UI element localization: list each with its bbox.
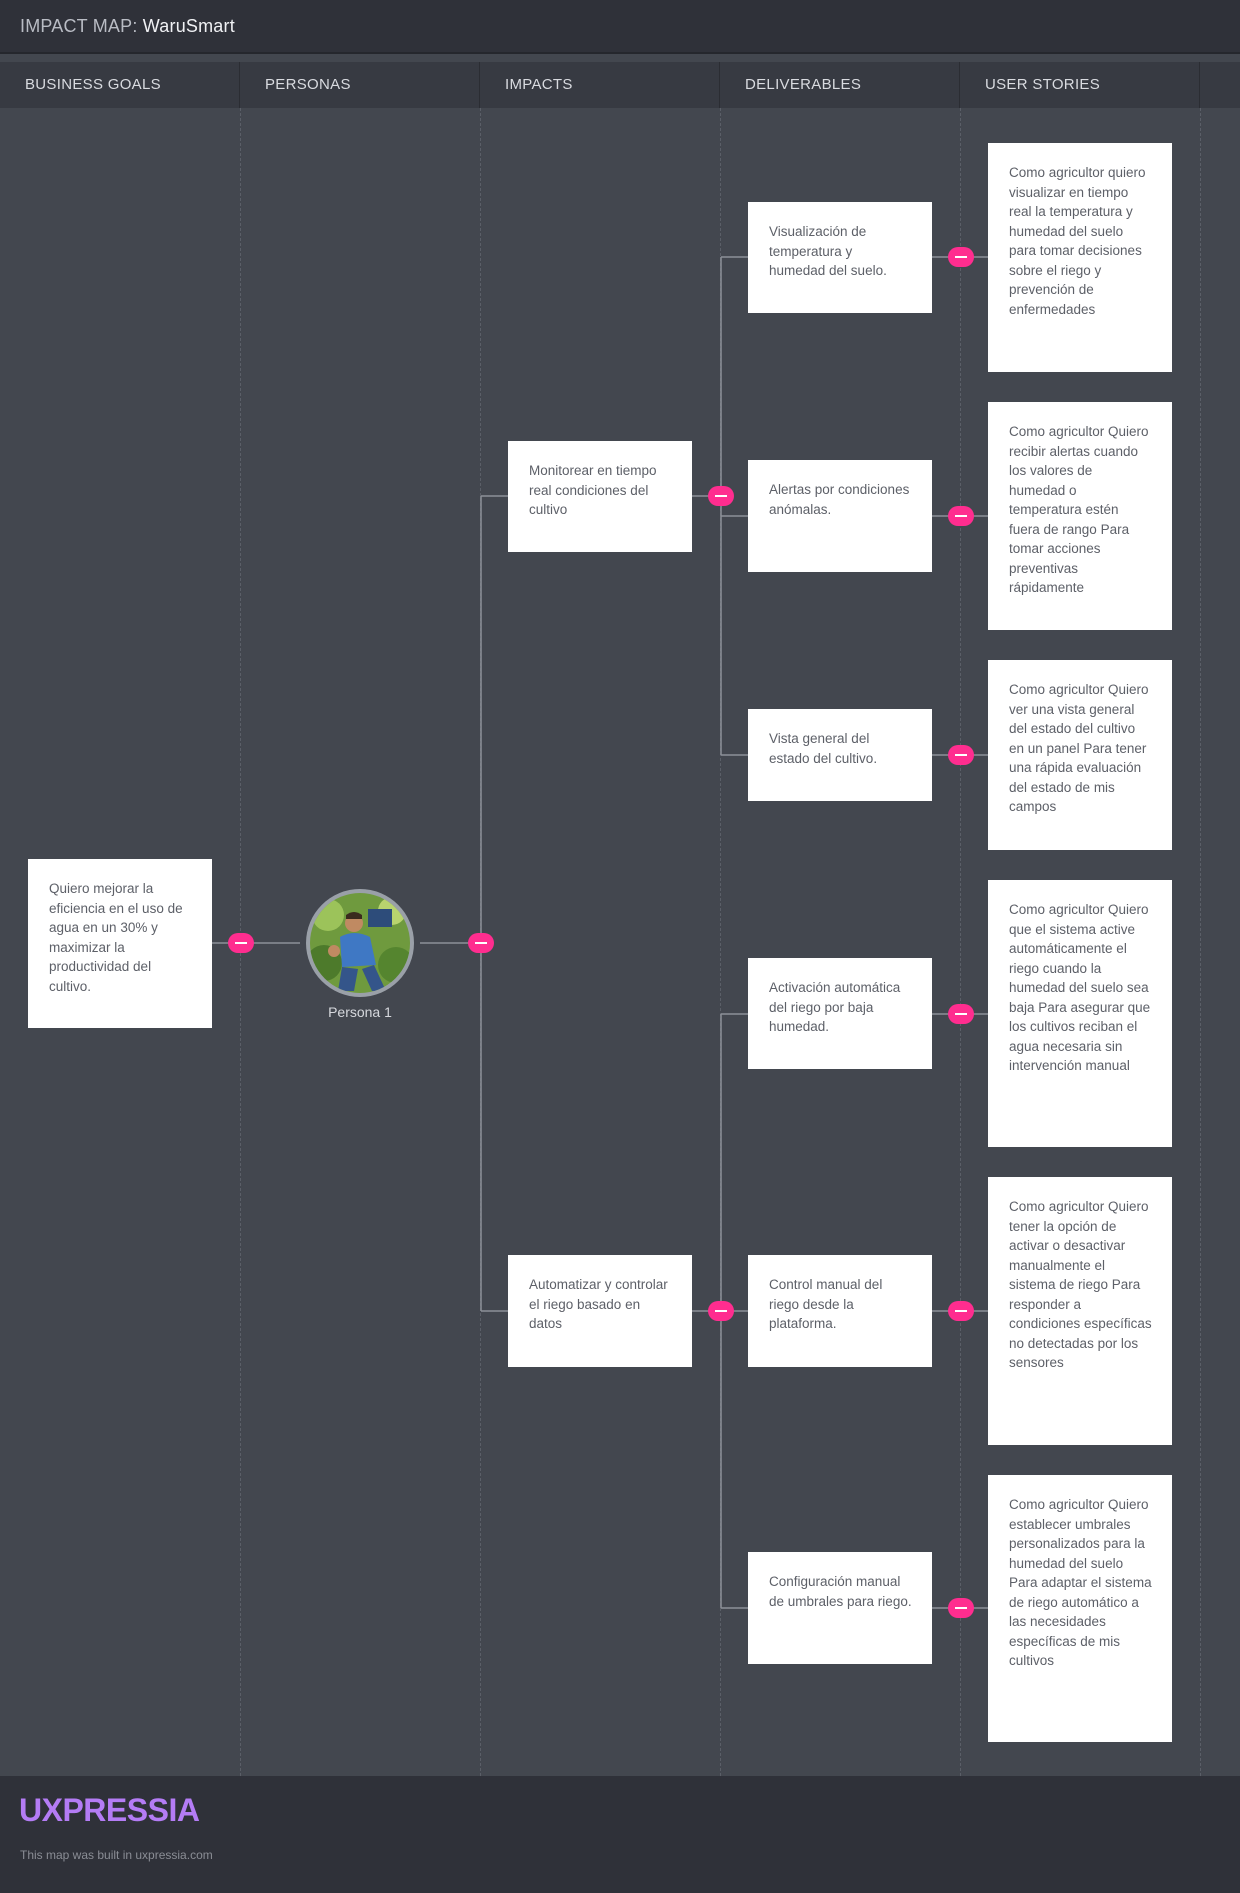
- user-story-text: Como agricultor Quiero ver una vista gen…: [1009, 682, 1149, 814]
- user-story-card[interactable]: Como agricultor Quiero establecer umbral…: [988, 1475, 1172, 1742]
- impact-card[interactable]: Automatizar y controlar el riego basado …: [508, 1255, 692, 1367]
- collapse-toggle-goal[interactable]: [228, 933, 254, 953]
- deliverable-card[interactable]: Visualización de temperatura y humedad d…: [748, 202, 932, 313]
- deliverable-text: Alertas por condiciones anómalas.: [769, 482, 910, 517]
- top-bar: IMPACT MAP: WaruSmart: [0, 0, 1240, 54]
- lane-divider: [960, 108, 961, 1776]
- deliverable-card[interactable]: Alertas por condiciones anómalas.: [748, 460, 932, 572]
- persona-photo-icon: [310, 893, 410, 993]
- map-title: IMPACT MAP: WaruSmart: [20, 16, 235, 37]
- user-story-text: Como agricultor quiero visualizar en tie…: [1009, 165, 1146, 317]
- user-story-text: Como agricultor Quiero tener la opción d…: [1009, 1199, 1152, 1370]
- collapse-toggle-deliverable-1[interactable]: [948, 247, 974, 267]
- map-title-name[interactable]: WaruSmart: [142, 16, 235, 36]
- column-header-user-stories[interactable]: USER STORIES: [960, 62, 1200, 108]
- business-goal-card[interactable]: Quiero mejorar la eficiencia en el uso d…: [28, 859, 212, 1028]
- persona-label: Persona 1: [328, 1004, 392, 1020]
- collapse-toggle-impact-1[interactable]: [708, 486, 734, 506]
- collapse-toggle-deliverable-4[interactable]: [948, 1004, 974, 1024]
- impact-text: Monitorear en tiempo real condiciones de…: [529, 463, 657, 517]
- deliverable-text: Configuración manual de umbrales para ri…: [769, 1574, 912, 1609]
- deliverable-text: Control manual del riego desde la plataf…: [769, 1277, 883, 1331]
- collapse-toggle-deliverable-3[interactable]: [948, 745, 974, 765]
- collapse-toggle-persona[interactable]: [468, 933, 494, 953]
- user-story-card[interactable]: Como agricultor Quiero recibir alertas c…: [988, 402, 1172, 630]
- deliverable-text: Activación automática del riego por baja…: [769, 980, 901, 1034]
- deliverable-text: Visualización de temperatura y humedad d…: [769, 224, 887, 278]
- column-header-personas[interactable]: PERSONAS: [240, 62, 480, 108]
- footer: UXPRESSIA This map was built in uxpressi…: [0, 1776, 1240, 1893]
- column-header-business-goals[interactable]: BUSINESS GOALS: [0, 62, 240, 108]
- user-story-card[interactable]: Como agricultor Quiero que el sistema ac…: [988, 880, 1172, 1147]
- deliverable-card[interactable]: Vista general del estado del cultivo.: [748, 709, 932, 801]
- lane-divider: [1200, 108, 1201, 1776]
- user-story-text: Como agricultor Quiero establecer umbral…: [1009, 1497, 1152, 1668]
- column-headers: BUSINESS GOALS PERSONAS IMPACTS DELIVERA…: [0, 62, 1240, 108]
- map-title-prefix: IMPACT MAP:: [20, 16, 138, 36]
- column-header-impacts[interactable]: IMPACTS: [480, 62, 720, 108]
- business-goal-text: Quiero mejorar la eficiencia en el uso d…: [49, 881, 183, 994]
- user-story-text: Como agricultor Quiero recibir alertas c…: [1009, 424, 1149, 595]
- impact-card[interactable]: Monitorear en tiempo real condiciones de…: [508, 441, 692, 552]
- deliverable-card[interactable]: Activación automática del riego por baja…: [748, 958, 932, 1069]
- collapse-toggle-deliverable-6[interactable]: [948, 1598, 974, 1618]
- deliverable-card[interactable]: Control manual del riego desde la plataf…: [748, 1255, 932, 1367]
- user-story-card[interactable]: Como agricultor Quiero ver una vista gen…: [988, 660, 1172, 850]
- column-header-deliverables[interactable]: DELIVERABLES: [720, 62, 960, 108]
- user-story-card[interactable]: Como agricultor quiero visualizar en tie…: [988, 143, 1172, 372]
- impact-text: Automatizar y controlar el riego basado …: [529, 1277, 668, 1331]
- user-story-text: Como agricultor Quiero que el sistema ac…: [1009, 902, 1151, 1073]
- collapse-toggle-deliverable-2[interactable]: [948, 506, 974, 526]
- deliverable-card[interactable]: Configuración manual de umbrales para ri…: [748, 1552, 932, 1664]
- collapse-toggle-impact-2[interactable]: [708, 1301, 734, 1321]
- user-story-card[interactable]: Como agricultor Quiero tener la opción d…: [988, 1177, 1172, 1445]
- persona-avatar[interactable]: [306, 889, 414, 997]
- collapse-toggle-deliverable-5[interactable]: [948, 1301, 974, 1321]
- lane-divider: [720, 108, 721, 1776]
- brand-logo[interactable]: UXPRESSIA: [19, 1792, 200, 1828]
- deliverable-text: Vista general del estado del cultivo.: [769, 731, 878, 766]
- footer-note: This map was built in uxpressia.com: [20, 1848, 213, 1862]
